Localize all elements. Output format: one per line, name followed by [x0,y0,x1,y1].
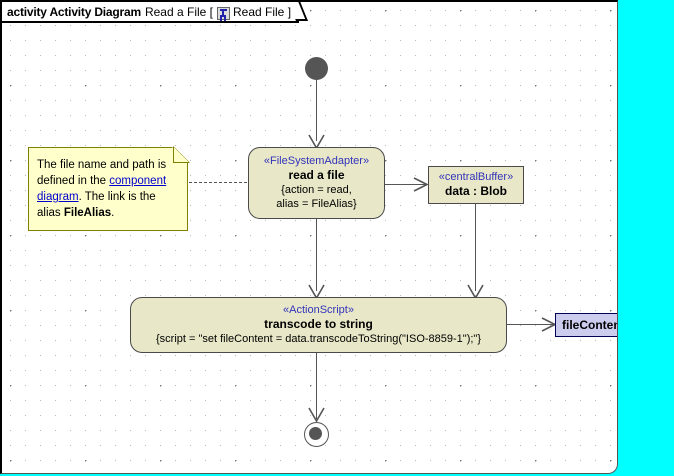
note-link-diagram[interactable]: diagram [37,191,79,203]
edge-note-to-read-file [189,182,247,183]
backdrop-bottom [0,474,674,476]
buffer-title-data-blob: data : Blob [445,184,507,198]
note-line-4-suffix: . [111,207,115,219]
arrowhead-read-file-to-buffer [413,177,429,192]
note-text: The file name and path is defined in the… [29,148,187,221]
central-buffer-node-data[interactable]: «centralBuffer» data : Blob [428,166,524,204]
action-property-script: {script = "set fileContent = data.transc… [155,333,481,345]
stereotype-actionscript: «ActionScript» [283,304,354,316]
action-node-transcode-to-string[interactable]: «ActionScript» transcode to string {scri… [130,297,507,353]
frame-header: activity Activity Diagram Read a File [ … [2,2,300,23]
action-title-read-a-file: read a file [288,168,345,182]
note-line-3-suffix: . The link is the [78,191,156,203]
note-alias-name: FileAlias [63,207,112,219]
object-title-filecontent-string: fileContent : String [562,317,617,332]
action-property-alias: alias = FileAlias} [276,198,357,210]
initial-node[interactable] [305,57,328,80]
action-node-read-a-file[interactable]: «FileSystemAdapter» read a file {action … [248,147,385,219]
edge-start-to-read-file [316,79,317,141]
activity-diagram-frame: «FileSystemAdapter» read a file {action … [0,0,618,474]
frame-element-name: Read File ] [233,4,292,19]
activity-diagram-icon [217,7,230,20]
activity-final-node[interactable] [304,422,329,447]
arrowhead-transcode-to-final [308,407,325,423]
note-file-path[interactable]: The file name and path is defined in the… [28,147,188,231]
note-line-4-prefix: alias [37,207,64,219]
note-fold-corner [172,146,190,164]
note-link-component[interactable]: component [109,175,167,187]
frame-keyword: activity Activity Diagram [7,4,141,19]
stereotype-filesystemadapter: «FileSystemAdapter» [263,155,370,167]
note-line-1: The file name and path is [37,159,167,171]
action-title-transcode-to-string: transcode to string [264,317,373,331]
frame-diagram-name: Read a File [ [144,4,213,19]
object-node-filecontent[interactable]: fileContent : String [555,313,617,337]
edge-read-file-to-transcode [316,219,317,291]
action-property-action: {action = read, [281,184,352,196]
stereotype-centralbuffer: «centralBuffer» [438,171,514,183]
edge-buffer-to-transcode [475,204,476,291]
backdrop-right [618,0,674,476]
note-line-2-prefix: defined in the [37,175,110,187]
